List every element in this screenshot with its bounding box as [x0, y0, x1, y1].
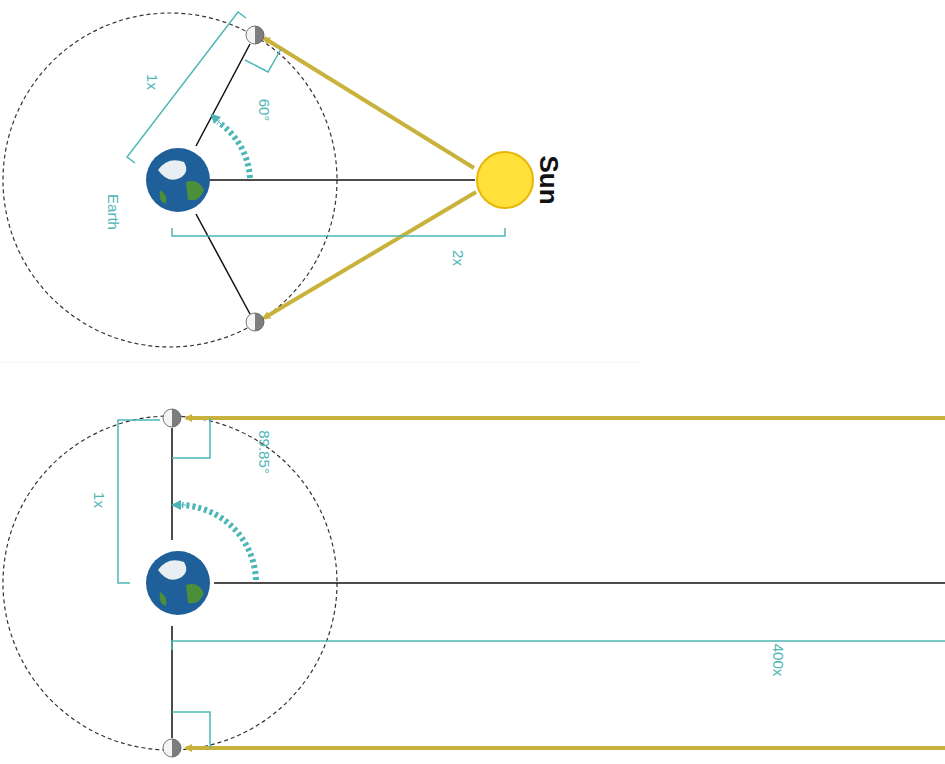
bracket: [172, 228, 505, 236]
earth-label: Earth: [105, 194, 122, 230]
earth-moon-line: [196, 44, 250, 146]
right-angle: [245, 49, 281, 72]
dimension-label: 2x: [450, 250, 467, 266]
sunlight-ray: [264, 38, 474, 168]
earth-moon-line: [171, 428, 173, 540]
dimension-label: 89.85°: [256, 430, 273, 474]
earth-node: Earth: [146, 148, 210, 212]
angle-arc: [218, 122, 250, 178]
moon: [246, 26, 264, 44]
sunlight-ray: [264, 192, 476, 318]
bracket: [118, 420, 160, 583]
sun-node: Sun: [475, 150, 535, 210]
moon: [163, 409, 181, 427]
separator: [0, 362, 640, 363]
dimension-label: 1x: [144, 74, 161, 90]
earth-shape: [146, 148, 210, 212]
bracket: [172, 641, 945, 650]
moon: [246, 313, 264, 331]
dimension-label: 1x: [91, 492, 108, 508]
moon: [163, 739, 181, 757]
bracket: [127, 12, 246, 163]
sun-label: Sun: [533, 155, 564, 204]
sunlight-ray: [186, 746, 945, 750]
earth-moon-line: [196, 214, 250, 314]
angle-arrow: [176, 505, 186, 506]
earth-sun-line: [214, 582, 945, 584]
sunlight-ray: [186, 416, 945, 420]
earth-sun-line: [210, 179, 475, 181]
angle-arrow: [214, 117, 222, 125]
dimension-label: 60°: [256, 99, 273, 122]
earth-globe: [146, 551, 210, 615]
sun-shape: [475, 150, 535, 210]
dimension-label: 400x: [770, 644, 787, 677]
